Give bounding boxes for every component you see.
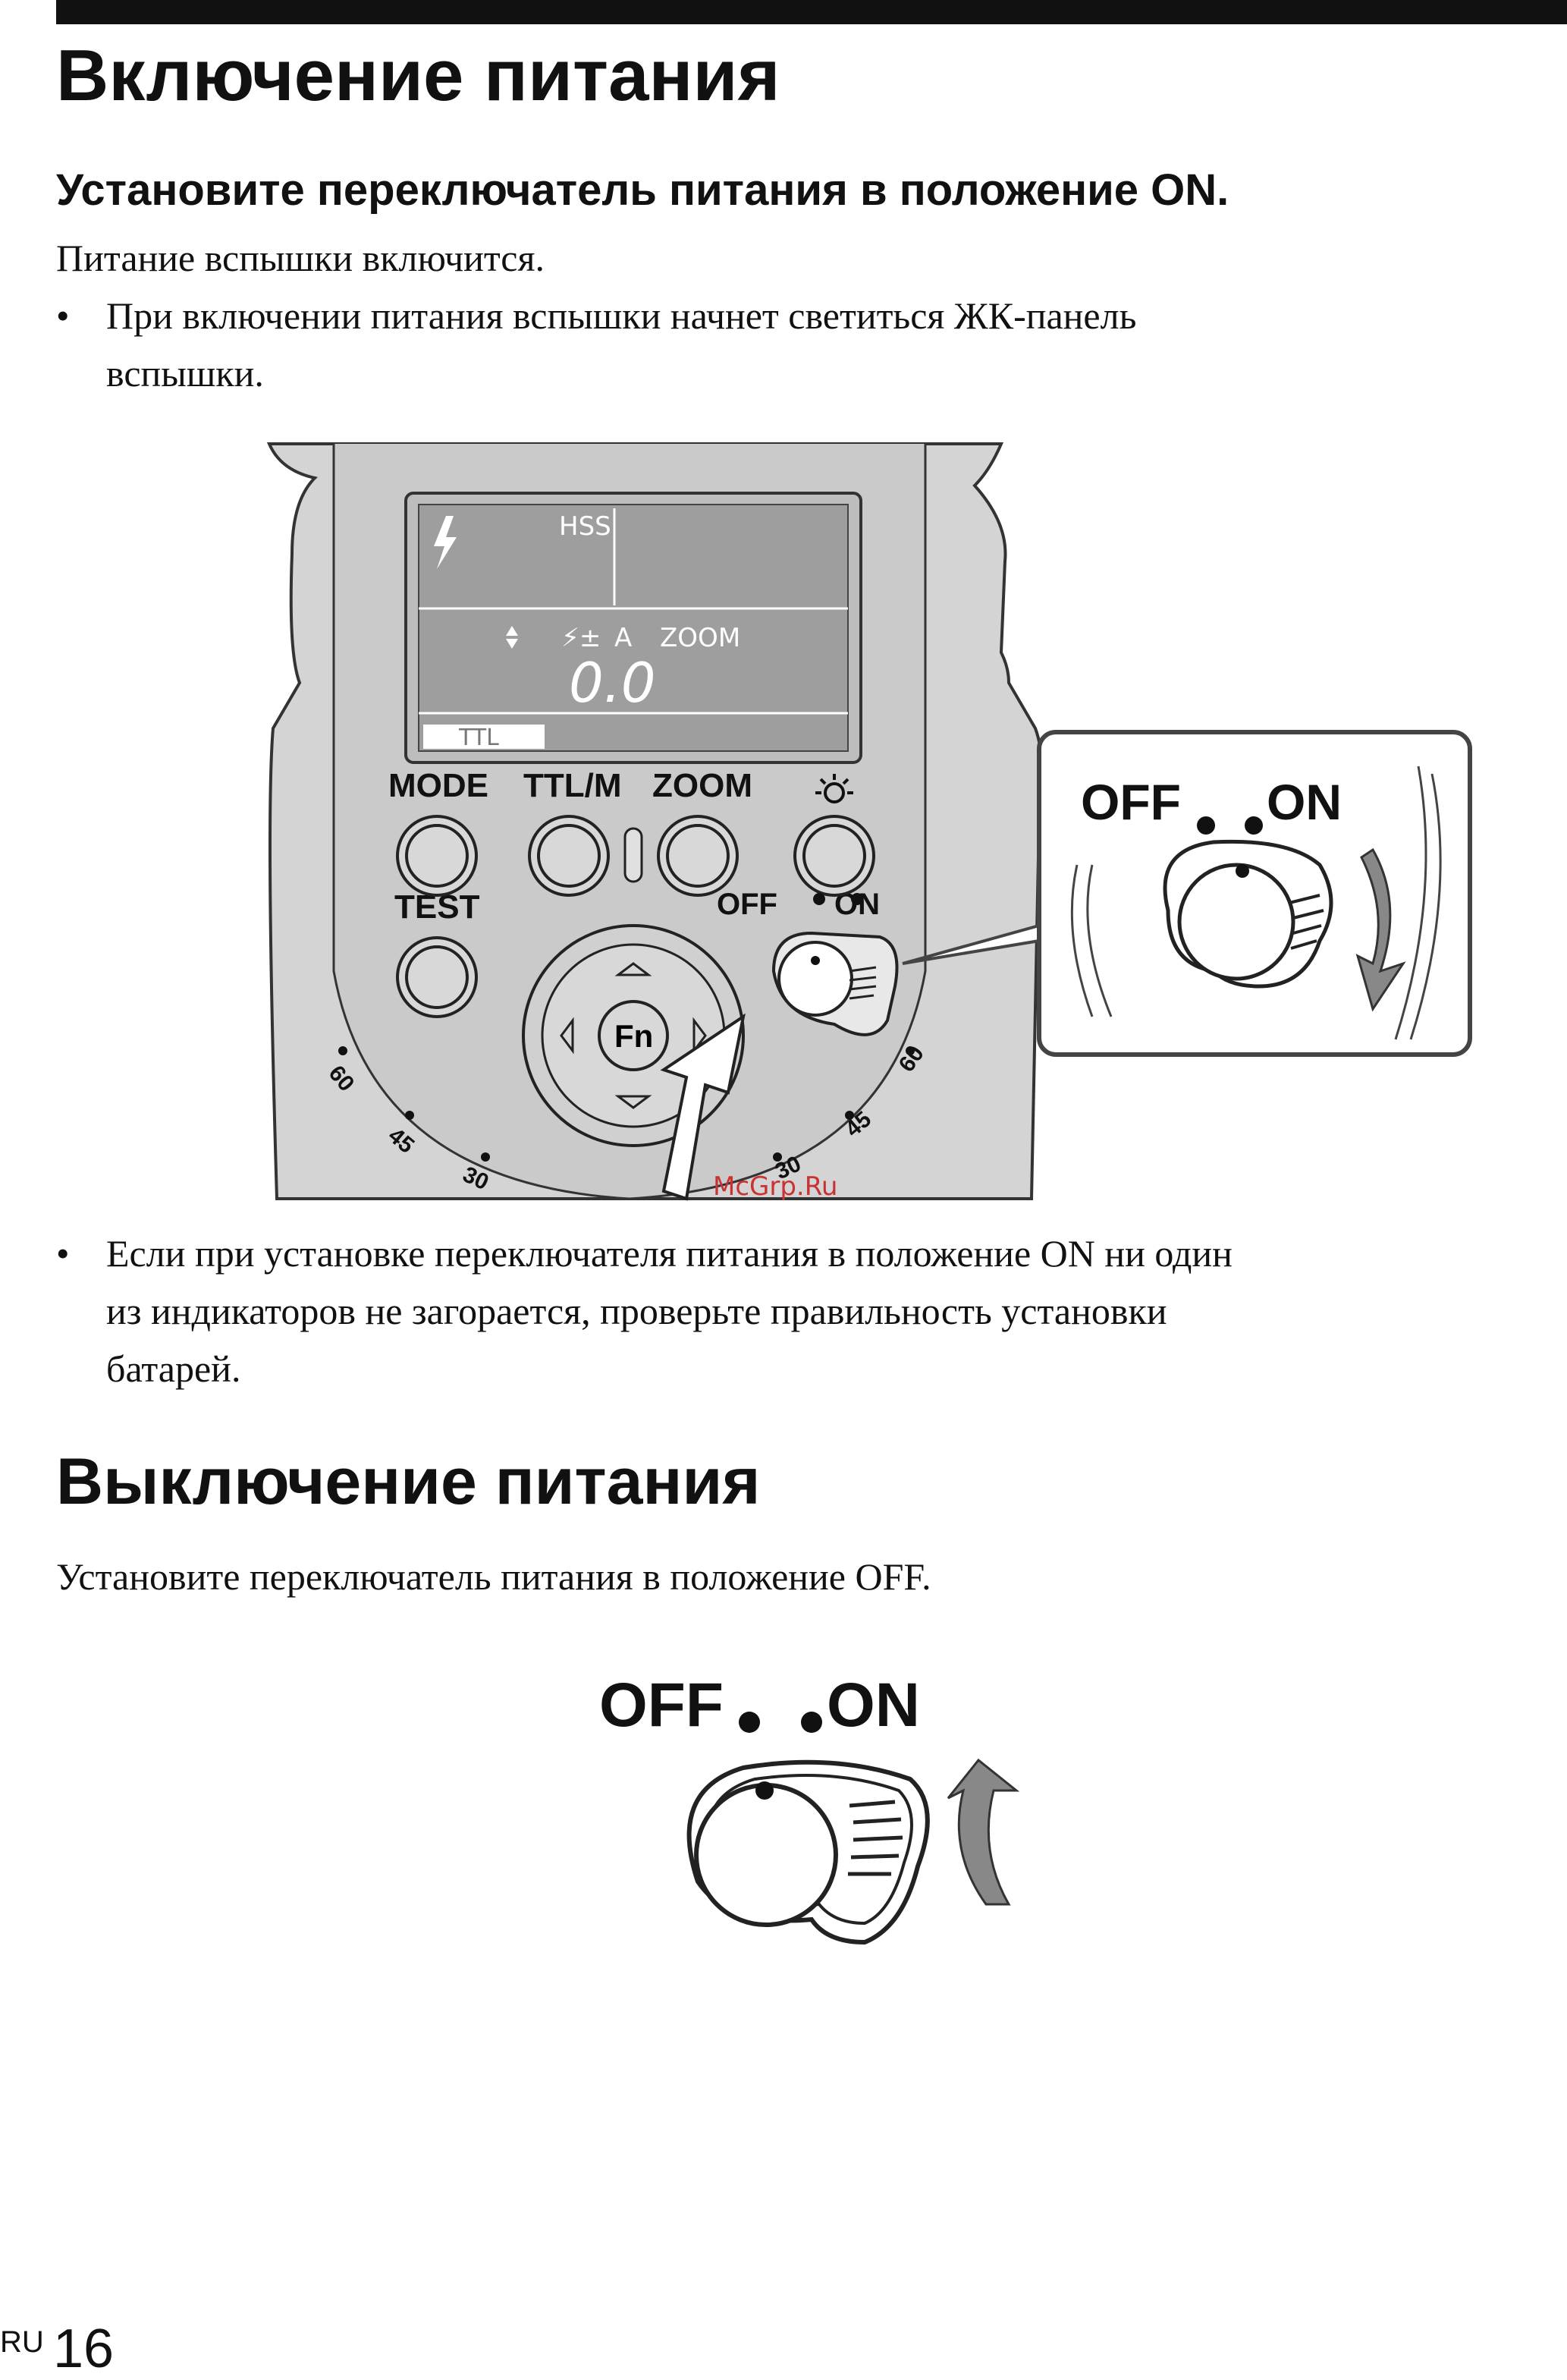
- push-arrow-icon: [660, 1013, 746, 1201]
- up-arrow-icon: [614, 962, 652, 976]
- bullet-line: вспышки.: [106, 352, 264, 395]
- switch-off-figure: OFF ON: [599, 1671, 1020, 1945]
- bullet-line: батарей.: [106, 1347, 241, 1390]
- callout-on-label: ON: [1267, 774, 1342, 830]
- ready-lamp: [623, 827, 643, 883]
- bullet-line: При включении питания вспышки начнет све…: [106, 294, 1137, 337]
- fig2-off-label: OFF: [599, 1671, 724, 1740]
- switch-off-label: OFF: [717, 888, 777, 921]
- flash-comp-icon: ⚡±: [561, 623, 601, 653]
- lcd-value: 0.0: [569, 651, 656, 715]
- ttlm-label: TTL/M: [523, 767, 622, 804]
- rotate-on-arrow-icon: [1355, 847, 1406, 1012]
- down-arrow-icon: [614, 1095, 652, 1109]
- right-arrow-icon: [692, 1017, 707, 1055]
- step-result: Питание вспышки включится.: [56, 237, 545, 279]
- step-heading: Установите переключатель питания в полож…: [56, 165, 1229, 215]
- fn-label: Fn: [614, 1018, 653, 1054]
- power-off-instruction: Установите переключатель питания в полож…: [56, 1555, 931, 1598]
- lcd-up-down-icon: [506, 626, 518, 649]
- section-title-power-on: Включение питания: [56, 35, 780, 116]
- lcd-screen: [418, 504, 849, 752]
- callout-off-label: OFF: [1081, 774, 1181, 830]
- lcd-mode-a: A: [614, 623, 632, 653]
- callout-switch-knob: [1177, 863, 1295, 981]
- power-switch-knob: [777, 941, 853, 1017]
- rotate-off-arrow-icon: [947, 1758, 1020, 1906]
- section-title-power-off: Выключение питания: [56, 1445, 761, 1518]
- bullet-dot: •: [56, 1232, 70, 1275]
- lcd-zoom: ZOOM: [660, 623, 740, 653]
- bullet-dot: •: [56, 294, 70, 337]
- flash-control-panel-figure: HSS ⚡± A ZOOM 0.0 TTL MODE TTL/M ZOOM TE…: [266, 442, 1472, 1202]
- top-rule: [56, 0, 1567, 24]
- fn-button: [598, 1000, 669, 1071]
- light-icon: [815, 774, 853, 803]
- left-arrow-icon: [560, 1017, 574, 1055]
- lcd-ttl-box: [423, 725, 545, 749]
- mode-label: MODE: [388, 767, 488, 804]
- bullet-line: из индикаторов не загорается, проверьте …: [106, 1290, 1167, 1332]
- fig2-switch-knob: [694, 1783, 838, 1927]
- lcd-ttl: TTL: [458, 725, 499, 751]
- bullet-line: Если при установке переключателя питания…: [106, 1232, 1233, 1275]
- lcd-hss: HSS: [559, 511, 611, 542]
- flash-bolt-icon: [434, 516, 457, 569]
- zoom-label: ZOOM: [652, 767, 752, 804]
- language-code: RU: [0, 2325, 44, 2359]
- page-number: 16: [53, 2319, 115, 2379]
- fig2-on-label: ON: [827, 1671, 920, 1740]
- watermark: McGrp.Ru: [713, 1171, 837, 1202]
